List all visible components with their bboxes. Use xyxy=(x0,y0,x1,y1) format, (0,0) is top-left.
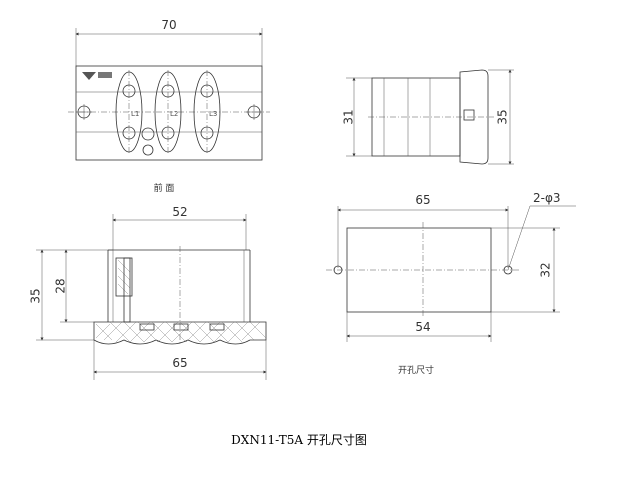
aux-hole-icon xyxy=(141,127,155,141)
section-base-width-dimension: 65 xyxy=(172,356,187,370)
section-base xyxy=(93,321,267,345)
side-latch xyxy=(463,109,475,121)
right-mounting-hole-icon xyxy=(246,104,262,120)
section-terminal-pin xyxy=(123,257,131,323)
section-inner-width-dimension: 52 xyxy=(172,205,187,219)
cutout-hole-spec: 2-φ3 xyxy=(533,191,561,205)
section-view: 52 35 28 xyxy=(29,205,267,380)
side-view: 31 35 xyxy=(342,69,514,165)
front-body xyxy=(75,65,263,161)
terminal-l3: L3 xyxy=(193,70,221,154)
terminal-l2: L2 xyxy=(154,70,182,154)
cutout-left-hole-icon xyxy=(333,265,343,275)
section-inner-height-dimension: 28 xyxy=(54,278,68,293)
brand-logo-icon xyxy=(82,72,112,80)
cutout-height-dimension: 32 xyxy=(539,262,553,277)
cutout-view: 65 2-φ3 32 54 开孔尺寸 xyxy=(326,191,576,376)
side-right-height-dimension: 35 xyxy=(496,109,510,124)
cutout-width-dimension: 54 xyxy=(415,320,430,334)
side-cover xyxy=(459,69,489,165)
cutout-right-hole-icon xyxy=(503,265,513,275)
front-width-dimension: 70 xyxy=(161,18,176,32)
front-view-caption: 前 面 xyxy=(154,182,175,194)
terminal-l2-label: L2 xyxy=(170,110,178,118)
side-left-height-dimension: 31 xyxy=(342,109,356,124)
terminal-l1-label: L1 xyxy=(131,110,139,118)
left-mounting-hole-icon xyxy=(76,104,92,120)
terminal-l1: L1 xyxy=(115,70,143,154)
aux-hole-icon xyxy=(142,144,154,156)
section-total-height-dimension: 35 xyxy=(29,288,43,303)
drawing-title: DXN11-T5A 开孔尺寸图 xyxy=(231,433,367,447)
cutout-hole-spacing-dimension: 65 xyxy=(415,193,430,207)
terminal-l3-label: L3 xyxy=(209,110,217,118)
cutout-view-caption: 开孔尺寸 xyxy=(398,364,434,376)
front-view: 70 L1 xyxy=(68,18,270,194)
